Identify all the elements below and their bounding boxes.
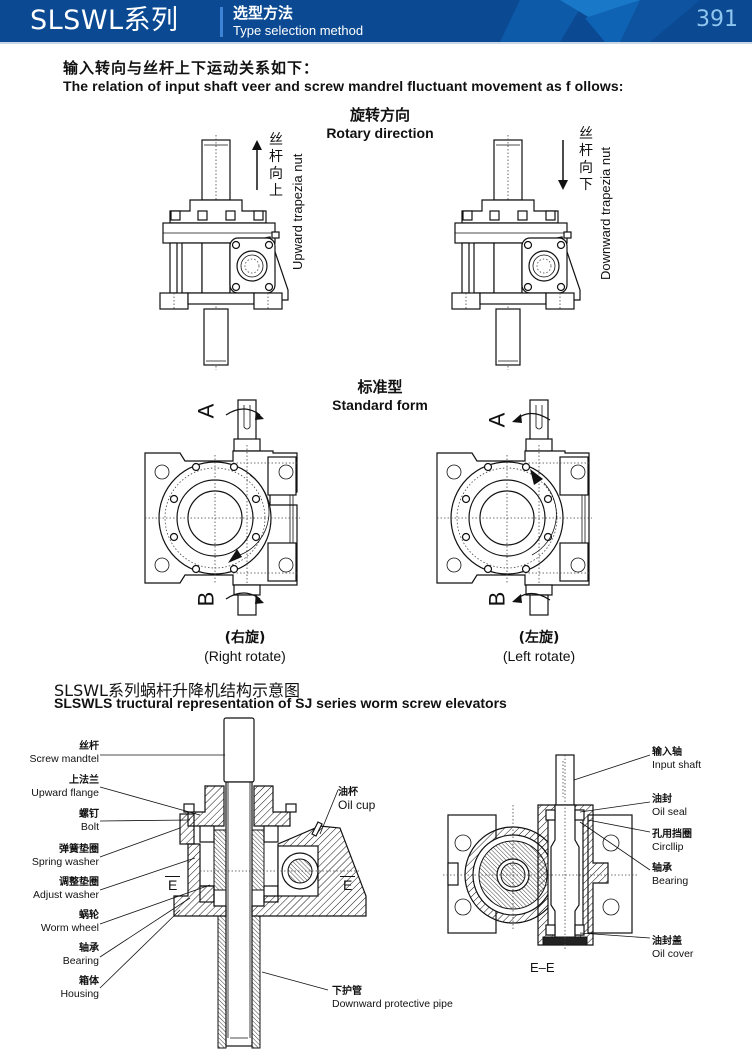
pipe-leader (261, 971, 329, 991)
standard-left-rotate-drawing (436, 399, 592, 616)
cross-section-drawing (173, 717, 367, 1049)
standard-title-cn: 标准型 (357, 378, 403, 396)
section-view-label: E–E (530, 960, 555, 975)
upward-label-cn: 丝杆 向上 (269, 132, 283, 199)
standard-title-en: Standard form (332, 397, 428, 413)
mount-holes (154, 464, 294, 573)
downward-label-cn: 丝杆 向下 (579, 126, 593, 193)
shaft-b-label-right: B (484, 591, 510, 607)
elevator-upward-drawing (159, 135, 289, 370)
rotation-arrow-a-left-icon (512, 412, 551, 423)
downward-label-en: Downward trapezia nut (598, 147, 613, 280)
downward-protective-pipe (217, 915, 227, 1049)
page-number: 391 (696, 7, 738, 32)
right-ear-bottom (267, 542, 297, 582)
oil-seal (545, 809, 556, 821)
rotation-arrow-ccw (531, 482, 557, 556)
rotary-title-en: Rotary direction (326, 125, 434, 141)
upper-flange (169, 199, 267, 224)
series-title: SLSWL系列 (30, 5, 179, 36)
rotation-arrow-a-right-icon (225, 408, 264, 420)
header-decoration (500, 0, 752, 42)
up-arrow-icon (252, 140, 262, 190)
worm-wheel (251, 829, 265, 891)
oil-cup (271, 231, 280, 239)
section-mark-e-left: E (165, 876, 181, 893)
bearing (199, 825, 215, 843)
section-subtitle-en: Type selection method (233, 23, 364, 38)
header-divider (220, 7, 223, 37)
elevator-downward-drawing (451, 135, 581, 370)
left-rotate-caption-en: (Left rotate) (502, 648, 576, 664)
section-mark-e-right: E (340, 876, 356, 893)
left-leader-lines (99, 754, 225, 989)
oil-cup-leader (319, 789, 339, 835)
intro-title-cn: 输入转向与丝杆上下运动关系如下： (63, 59, 320, 77)
screw-bottom (203, 308, 229, 366)
bearing (545, 924, 556, 936)
standard-right-rotate-drawing (144, 399, 300, 616)
right-rotate-caption-en: (Right rotate) (204, 648, 286, 664)
down-arrow-icon (558, 140, 568, 190)
rotation-arrow-b-right-icon (225, 592, 264, 604)
rotation-arrow-b-left-icon (512, 592, 551, 603)
page-header: SLSWL系列 选型方法 Type selection method 391 (0, 0, 752, 42)
rotary-title-cn: 旋转方向 (349, 106, 410, 124)
left-rotate-caption-cn: (左旋) (518, 630, 560, 646)
shaft-b-label-left: B (193, 591, 219, 607)
section-e-e-drawing (443, 754, 638, 950)
flange-bolt-holes (169, 462, 261, 574)
header-underline (0, 42, 752, 44)
right-rotate-caption-cn: (右旋) (224, 630, 266, 646)
structure-title-en: SLSWLS tructural representation of SJ se… (54, 695, 507, 711)
shaft-a-label-left: A (193, 403, 219, 419)
right-leader-lines (573, 754, 651, 939)
rotation-arrow-cw (239, 474, 270, 556)
flange-bolts (170, 210, 264, 221)
oil-cup (311, 821, 323, 837)
intro-title-en: The relation of input shaft veer and scr… (63, 78, 624, 94)
section-subtitle-cn: 选型方法 (233, 4, 294, 22)
spring-washer (179, 813, 195, 845)
upward-label-en: Upward trapezia nut (290, 153, 305, 270)
structure-title-cn: SLSWL系列蜗杆升降机结构示意图 (54, 681, 300, 700)
shaft-a-label-right: A (484, 412, 510, 428)
